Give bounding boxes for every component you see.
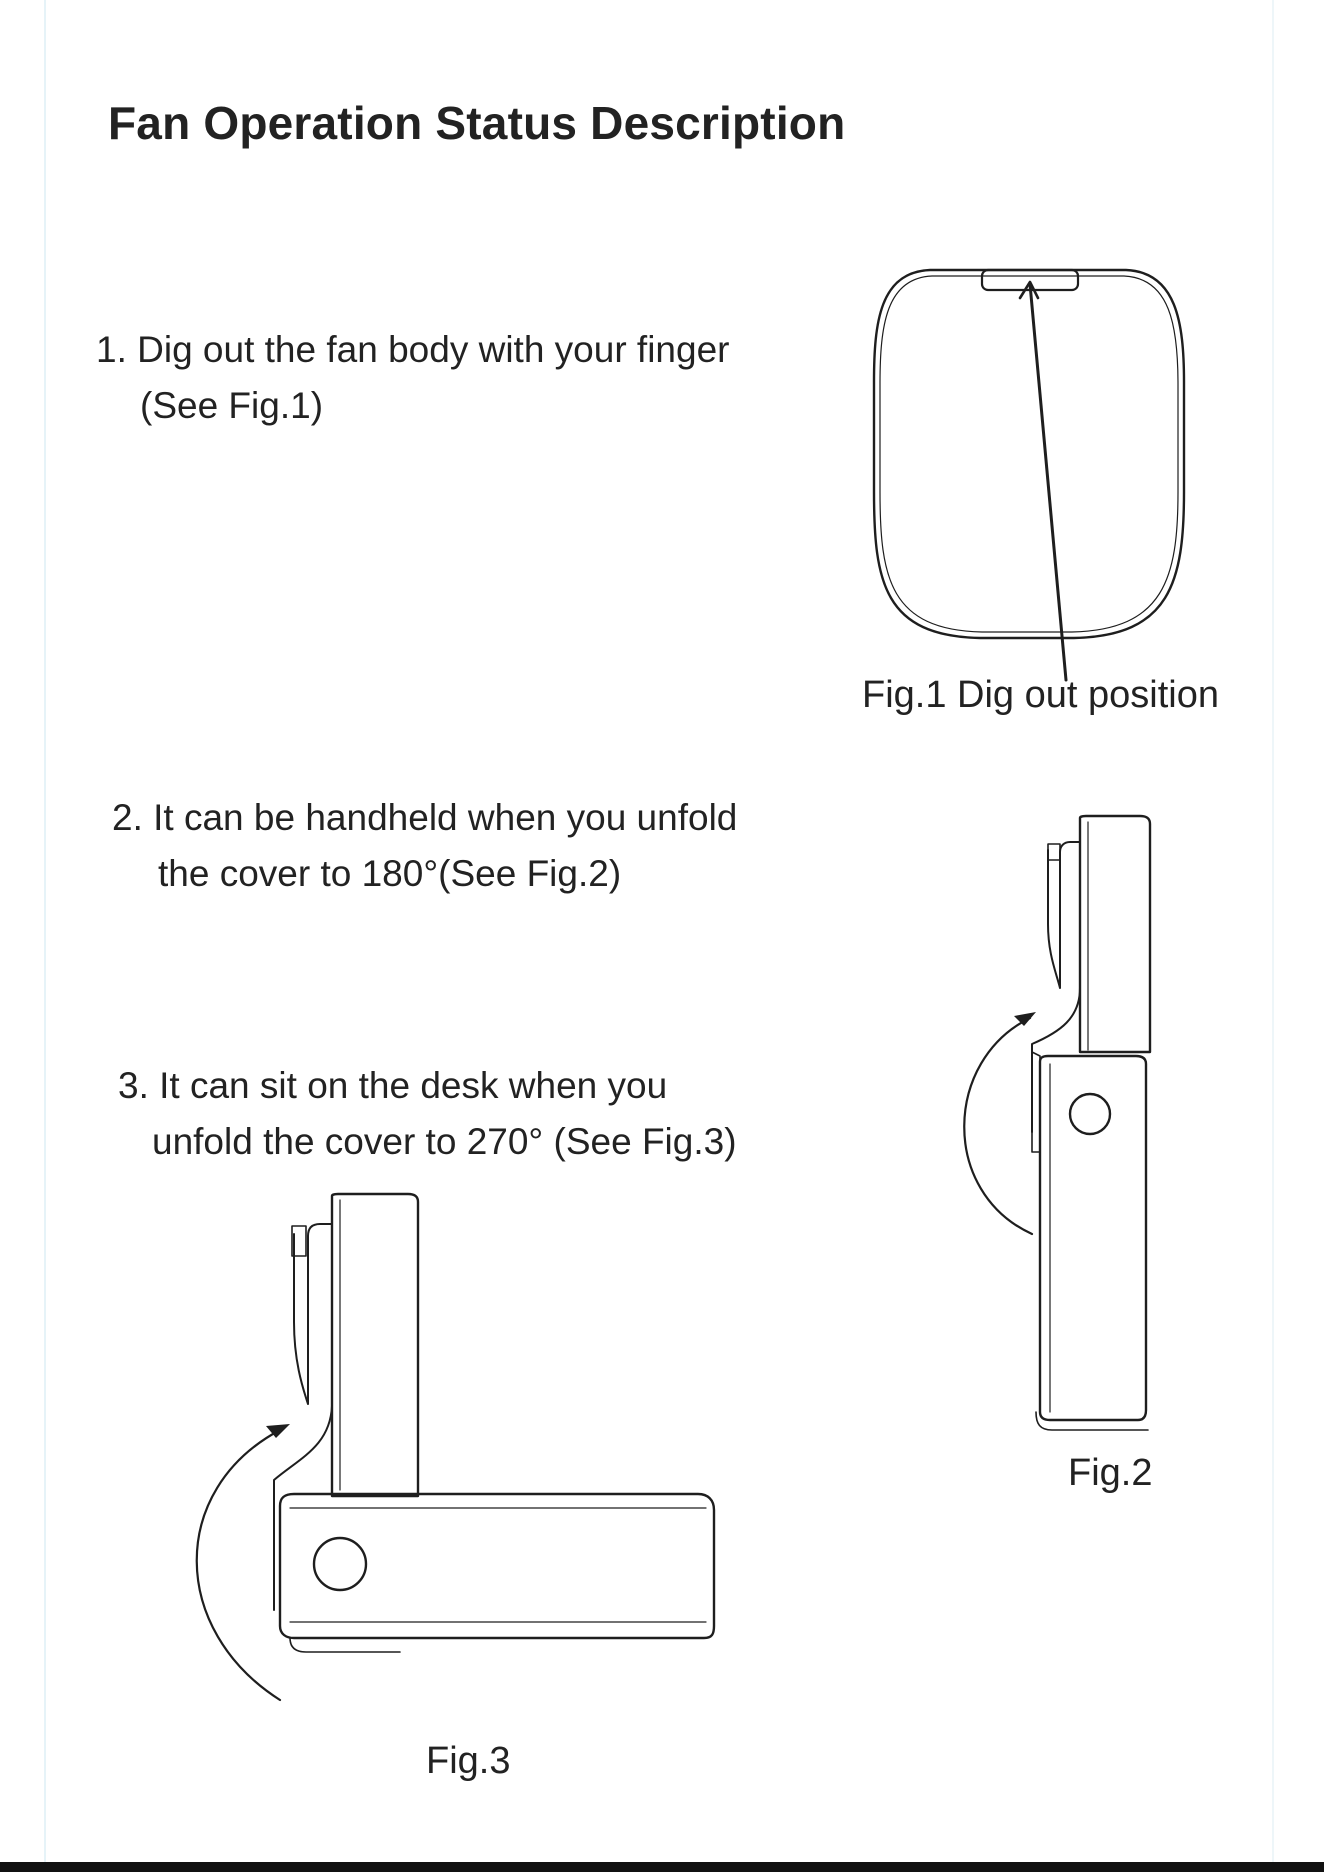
fig2-clip: [1048, 842, 1080, 988]
fig3-clip: [294, 1224, 332, 1404]
fig2-rotation-arrow: [964, 1018, 1032, 1234]
fig3-base-foot: [290, 1638, 400, 1652]
fig3-caption: Fig.3: [426, 1740, 510, 1783]
page-edge-right: [1272, 0, 1274, 1862]
step-2-line-1: 2. It can be handheld when you unfold: [112, 797, 737, 838]
fig1-fan-front-illustration: [860, 262, 1200, 682]
step-2-line-2: the cover to 180°(See Fig.2): [112, 846, 737, 902]
step-3-text: 3. It can sit on the desk when you unfol…: [118, 1058, 737, 1170]
fig3-rotation-arrow: [197, 1430, 280, 1700]
step-1-text: 1. Dig out the fan body with your finger…: [96, 322, 729, 434]
page-bottom-border: [0, 1862, 1324, 1872]
step-1-line-1: 1. Dig out the fan body with your finger: [96, 329, 729, 370]
fig3-upright-body: [332, 1194, 418, 1496]
fig2-clip-hinge: [1048, 844, 1060, 860]
page-title: Fan Operation Status Description: [108, 96, 845, 150]
step-3-line-1: 3. It can sit on the desk when you: [118, 1065, 667, 1106]
step-3-line-2: unfold the cover to 270° (See Fig.3): [118, 1114, 737, 1170]
fig1-pointer-line: [1030, 284, 1066, 680]
step-1-line-2: (See Fig.1): [96, 378, 729, 434]
fig2-lower-body: [1040, 1056, 1146, 1420]
fig2-upper-body: [1080, 816, 1150, 1052]
fig2-caption: Fig.2: [1068, 1452, 1152, 1495]
page-edge-left: [44, 0, 46, 1862]
fig3-desk-stand-illustration: [170, 1190, 730, 1720]
fig1-fan-body-outline: [874, 270, 1184, 638]
fig2-power-button: [1070, 1094, 1110, 1134]
fig2-handheld-illustration: [940, 812, 1160, 1432]
fig3-base-body: [280, 1494, 714, 1638]
fig1-fan-body-inner-outline: [880, 276, 1178, 632]
step-2-text: 2. It can be handheld when you unfold th…: [112, 790, 737, 902]
fig1-caption: Fig.1 Dig out position: [862, 674, 1219, 717]
fig3-power-button: [314, 1538, 366, 1590]
